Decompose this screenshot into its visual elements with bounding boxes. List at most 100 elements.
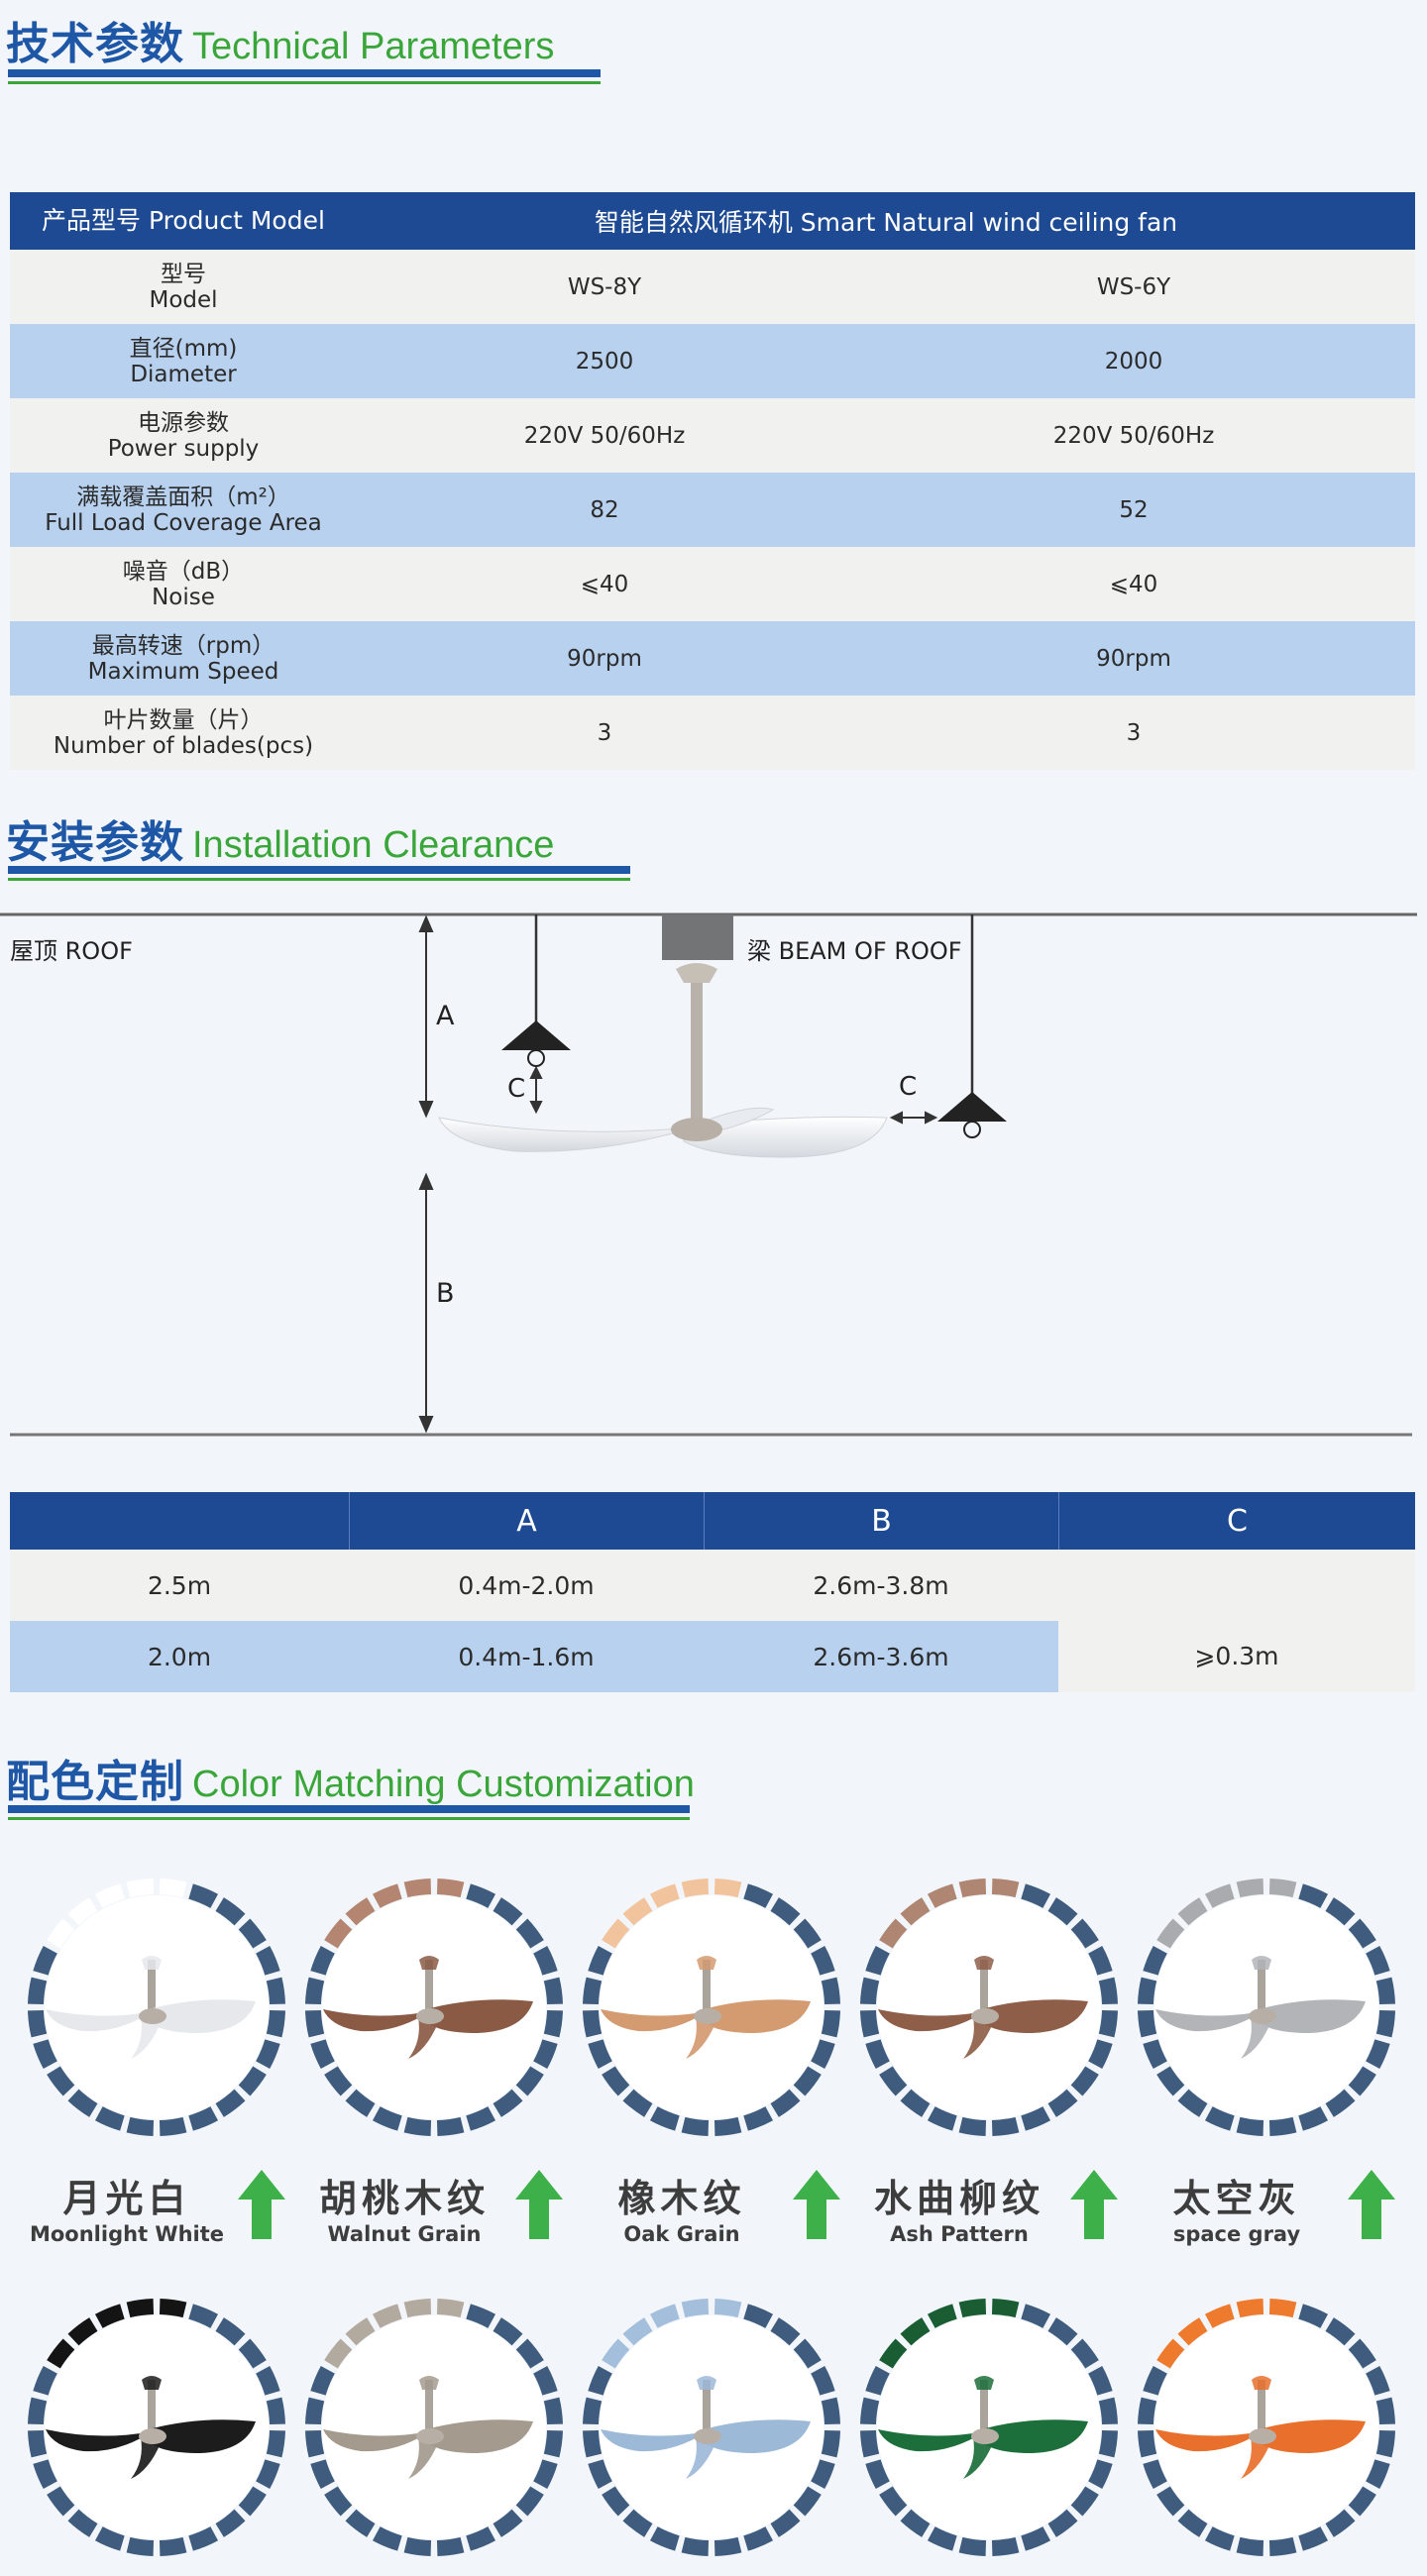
color-swatch [22, 2293, 291, 2562]
spec-row: 叶片数量（片）Number of blades(pcs) 3 3 [10, 696, 1415, 770]
fan-color-icon [583, 2299, 840, 2556]
clearance-c-value: ⩾0.3m [1058, 1550, 1415, 1692]
section-title-en: Technical Parameters [192, 26, 555, 67]
clearance-size: 2.0m [147, 1642, 212, 1671]
spec-value-ws6y: 3 [1126, 719, 1142, 746]
dimension-b-label: B [436, 1278, 455, 1309]
spec-param-en: Model [149, 286, 218, 313]
dimension-c-label-vertical: C [507, 1074, 526, 1104]
clearance-header: A B C [10, 1492, 1415, 1550]
clearance-size: 2.5m [147, 1570, 212, 1600]
fan-color-icon [28, 1878, 285, 2136]
green-up-arrow-icon [515, 2170, 563, 2243]
spec-param-en: Diameter [130, 361, 237, 387]
color-name-zh: 月光白 [62, 2177, 191, 2220]
spec-param-zh: 型号 [161, 261, 206, 287]
spec-header-label: 产品型号 Product Model [42, 206, 325, 235]
fan-color-icon [860, 1878, 1118, 2136]
spec-param-zh: 电源参数 [138, 409, 229, 436]
color-swatch [577, 1873, 846, 2142]
spec-value-ws6y: WS-6Y [1096, 273, 1171, 300]
spec-row: 直径(mm)Diameter 2500 2000 [10, 324, 1415, 398]
beam-block [662, 914, 733, 960]
clearance-a: 0.4m-2.0m [458, 1570, 595, 1600]
color-name-en: Ash Pattern [890, 2222, 1029, 2246]
fan-downrod [691, 971, 703, 1120]
fan-blades [438, 1107, 888, 1158]
spec-table: 产品型号 Product Model 智能自然风循环机 Smart Natura… [10, 192, 1415, 770]
spec-value-ws6y: 90rpm [1096, 645, 1171, 672]
fan-color-icon [1138, 1878, 1395, 2136]
clearance-header-cell [10, 1492, 349, 1550]
spec-param-zh: 最高转速（rpm） [91, 632, 275, 659]
spec-value-ws6y: 220V 50/60Hz [1052, 422, 1215, 449]
color-swatch [22, 1873, 291, 2142]
spec-value-ws6y: 2000 [1104, 348, 1163, 375]
dimension-a-arrow [418, 914, 434, 1119]
spec-param-en: Number of blades(pcs) [53, 732, 314, 759]
clearance-b: 2.6m-3.6m [813, 1642, 949, 1671]
spec-value-ws8y: 3 [597, 719, 612, 746]
spec-value-ws8y: 90rpm [567, 645, 642, 672]
clearance-table: A B C 2.5m 0.4m-2.0m 2.6m-3.8m 2.0m 0.4m… [10, 1492, 1415, 1692]
fan-color-icon [305, 1878, 563, 2136]
clearance-b: 2.6m-3.8m [813, 1570, 949, 1600]
spec-param-label: 最高转速（rpm）Maximum Speed [10, 633, 357, 685]
color-name-en: Walnut Grain [327, 2222, 482, 2246]
spec-value-ws8y: 220V 50/60Hz [523, 422, 686, 449]
section-title-zh: 技术参数 [6, 19, 184, 69]
spec-param-label: 噪音（dB）Noise [10, 559, 357, 610]
spec-row: 最高转速（rpm）Maximum Speed 90rpm 90rpm [10, 621, 1415, 696]
color-swatch [1132, 2293, 1401, 2562]
color-name-zh: 太空灰 [1172, 2177, 1301, 2220]
spec-value-ws8y: 82 [590, 496, 619, 523]
spec-row: 满载覆盖面积（m²）Full Load Coverage Area 82 52 [10, 473, 1415, 547]
dimension-c-horizontal-arrow [889, 1111, 938, 1125]
section-title-en: Installation Clearance [192, 824, 555, 866]
clearance-row: 2.5m 0.4m-2.0m 2.6m-3.8m [10, 1550, 1058, 1621]
fan-color-icon [1138, 2299, 1395, 2556]
section-title-en: Color Matching Customization [192, 1764, 695, 1805]
section-underline [8, 866, 630, 881]
fan-color-icon [305, 2299, 563, 2556]
green-up-arrow-icon [1348, 2170, 1395, 2243]
installation-drawing [0, 912, 1417, 1437]
green-up-arrow-icon [793, 2170, 840, 2243]
spec-param-label: 叶片数量（片）Number of blades(pcs) [10, 707, 357, 759]
color-name-zh: 胡桃木纹 [318, 2177, 490, 2220]
spec-table-header: 产品型号 Product Model 智能自然风循环机 Smart Natura… [10, 192, 1415, 250]
section-title-tech: 技术参数 Technical Parameters [6, 8, 554, 71]
spec-param-zh: 直径(mm) [129, 335, 238, 362]
color-swatch [299, 2293, 569, 2562]
color-swatch [854, 2293, 1124, 2562]
section-title-color: 配色定制 Color Matching Customization [6, 1746, 695, 1809]
color-name-zh: 水曲柳纹 [873, 2177, 1044, 2220]
fan-color-icon [583, 1878, 840, 2136]
dimension-a-label: A [436, 1001, 455, 1031]
spec-param-zh: 叶片数量（片） [103, 706, 264, 733]
dimension-c-label-horizontal: C [899, 1072, 918, 1102]
spec-param-en: Maximum Speed [87, 658, 279, 685]
spec-value-ws6y: 52 [1119, 496, 1149, 523]
spec-value-ws8y: 2500 [575, 348, 634, 375]
pendant-lamp-left [501, 914, 571, 1067]
spec-param-label: 直径(mm)Diameter [10, 336, 357, 387]
green-up-arrow-icon [238, 2170, 285, 2243]
pendant-lamp-right [937, 914, 1007, 1138]
spec-param-label: 满载覆盖面积（m²）Full Load Coverage Area [10, 484, 357, 536]
spec-value-ws8y: WS-8Y [567, 273, 642, 300]
color-name-en: Oak Grain [623, 2222, 740, 2246]
dimension-c-vertical-arrow [529, 1065, 543, 1115]
section-underline [8, 1805, 690, 1820]
color-name-en: Moonlight White [29, 2222, 225, 2246]
spec-value-ws8y: ⩽40 [580, 571, 629, 597]
clearance-header-cell: A [349, 1492, 704, 1550]
clearance-header-cell: B [704, 1492, 1058, 1550]
